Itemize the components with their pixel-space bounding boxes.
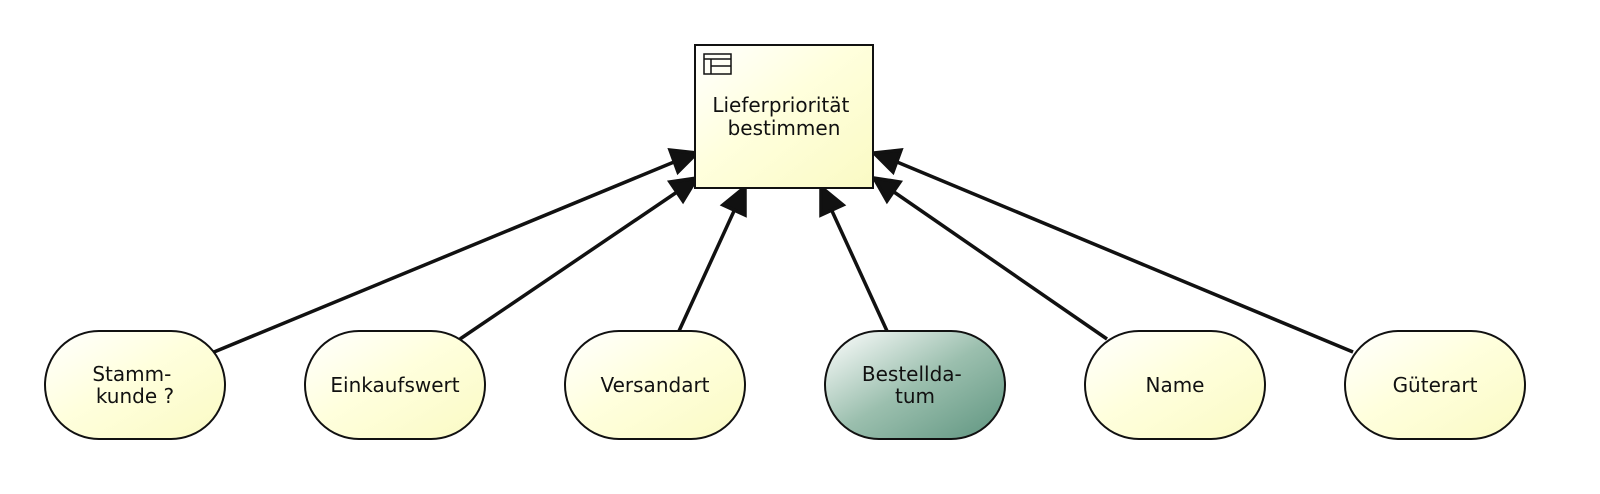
input-label: Bestellda- tum [862,362,968,408]
input-data-stammkunde[interactable]: Stamm- kunde ? [44,330,226,440]
decision-table-icon [703,53,732,75]
input-label: Einkaufswert [330,373,459,397]
input-label: Versandart [600,373,709,397]
decision-label: Lieferpriorität bestimmen [712,93,855,140]
input-data-einkaufswert[interactable]: Einkaufswert [304,330,486,440]
edges [213,147,1354,354]
input-label: Güterart [1393,373,1478,397]
decision-node[interactable]: Lieferpriorität bestimmen [694,44,874,189]
input-label: Name [1145,373,1204,397]
edge-versandart [677,183,747,332]
input-data-gueterart[interactable]: Güterart [1344,330,1526,440]
edge-bestelldatum [819,183,889,332]
input-data-versandart[interactable]: Versandart [564,330,746,440]
input-label: Stamm- kunde ? [92,362,177,408]
edge-gueterart [870,147,1354,354]
edge-einkaufswert [459,175,701,341]
input-data-bestelldatum[interactable]: Bestellda- tum [824,330,1006,440]
input-data-name[interactable]: Name [1084,330,1266,440]
edge-name [870,175,1108,341]
edge-stammkunde [213,147,701,354]
